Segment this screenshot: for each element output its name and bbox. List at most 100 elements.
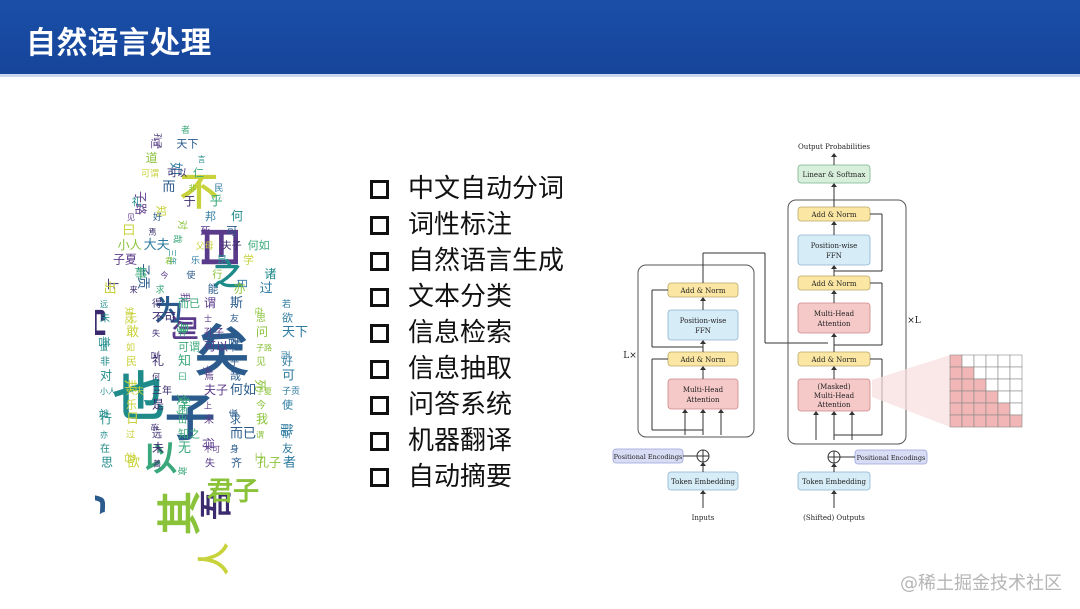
word-cloud-word: 知: [155, 206, 169, 217]
task-label: 机器翻译: [408, 426, 513, 456]
word-cloud-word: 父母: [196, 241, 214, 252]
word-cloud-word: 士: [204, 314, 212, 324]
word-cloud-word: 未: [152, 441, 164, 455]
arrow-head-icon: [718, 409, 724, 413]
task-label: 文本分类: [408, 282, 513, 312]
word-cloud-word: 诸: [150, 423, 159, 431]
word-cloud-word: 上: [105, 278, 119, 290]
word-cloud-word: 天下: [176, 138, 198, 151]
word-cloud-word: 出: [104, 282, 117, 297]
arrow-head-icon: [682, 409, 688, 413]
word-cloud-word: 思: [101, 456, 113, 470]
word-cloud-word: 之: [213, 258, 243, 293]
task-item: 信息检索: [370, 317, 564, 353]
word-cloud-word: 天下: [282, 325, 308, 340]
word-cloud-word: 夫子: [204, 383, 228, 397]
word-cloud-word: 小人: [100, 387, 116, 396]
word-cloud-word: 问: [150, 138, 160, 151]
decoder-masked-line3: Attention: [817, 401, 851, 409]
word-cloud-word: 者: [181, 125, 190, 136]
slide-title: 自然语言处理: [26, 26, 212, 61]
word-cloud-word: 友: [282, 441, 293, 455]
arrow-head-icon: [813, 411, 819, 415]
word-cloud-word: 非: [188, 183, 196, 193]
word-cloud-word: 有: [95, 303, 111, 345]
word-cloud-word: 三年: [168, 249, 178, 265]
word-cloud-word: 谓: [204, 296, 216, 310]
decoder-token-embedding-label: Token Embedding: [802, 478, 867, 486]
word-cloud-word: 者: [283, 456, 296, 471]
word-cloud-word: 乐: [126, 399, 137, 412]
checkbox-square-icon: [370, 360, 389, 379]
word-cloud-word: 知: [178, 353, 191, 369]
task-item: 信息抽取: [370, 353, 564, 389]
word-cloud-word: 日: [235, 278, 248, 289]
nlp-task-list: 中文自动分词词性标注自然语言生成文本分类信息检索信息抽取问答系统机器翻译自动摘要: [370, 173, 564, 497]
word-cloud-word: 见: [256, 356, 266, 368]
word-cloud-word: 是: [152, 398, 164, 412]
mask-matrix-cell: [1009, 402, 1023, 416]
mask-matrix-cell: [997, 354, 1011, 368]
word-cloud-word: 齐: [178, 327, 187, 339]
word-cloud-word: 出: [178, 414, 187, 426]
decoder-cross-attention-box: [797, 302, 871, 334]
arrow-head-icon: [831, 366, 837, 370]
word-cloud-word: 也: [113, 368, 165, 428]
word-cloud-word: 求: [230, 413, 241, 426]
word-cloud-word: 仁: [193, 167, 204, 180]
word-cloud-word: 曰: [122, 224, 135, 239]
word-cloud-word: 君: [165, 257, 173, 266]
word-cloud-word: 焉: [204, 371, 214, 383]
task-item: 文本分类: [370, 281, 564, 317]
word-cloud-word: 友: [230, 313, 239, 325]
word-cloud-word: 而: [162, 180, 175, 195]
word-cloud-word: 可: [282, 369, 295, 384]
mask-projection: [872, 355, 950, 427]
mask-matrix-cell: [961, 402, 975, 416]
decoder-masked-line2: Multi-Head: [814, 392, 855, 400]
mask-matrix-cell: [949, 390, 963, 404]
word-cloud-word: 子路: [133, 191, 148, 215]
mask-matrix-cell: [985, 390, 999, 404]
word-cloud-word: 今: [256, 399, 266, 412]
encoder-add-norm-top-label: Add & Norm: [679, 287, 725, 295]
word-cloud-word: 言: [198, 154, 206, 164]
mask-matrix-cell: [1009, 366, 1023, 380]
decoder-positional-encodings-label: Positional Encodings: [857, 454, 926, 462]
word-cloud-word: 日: [126, 412, 139, 427]
word-cloud-word: 君子: [207, 477, 259, 507]
word-cloud-word: 可谓: [178, 341, 200, 354]
task-item: 自然语言生成: [370, 245, 564, 281]
word-cloud-word: 乎: [210, 195, 223, 210]
word-cloud-word: 人: [195, 543, 233, 575]
word-cloud-word: 孔子: [204, 327, 224, 339]
word-cloud-word: 上: [204, 402, 212, 411]
mask-matrix-cell: [973, 390, 987, 404]
encoder-ffn-line1: Position-wise: [680, 317, 727, 325]
word-cloud-word: 吾: [197, 488, 235, 520]
word-cloud-word: 得: [201, 438, 216, 450]
mask-matrix-cell: [985, 354, 999, 368]
word-cloud-word: 曰: [178, 373, 187, 383]
word-cloud-word: 好: [153, 211, 162, 223]
mask-matrix-cell: [997, 378, 1011, 392]
mask-matrix-cell: [949, 414, 963, 428]
word-cloud-word: 是: [217, 255, 227, 267]
mask-matrix-cell: [985, 402, 999, 416]
word-cloud-word: 事: [227, 409, 239, 418]
decoder-shifted-outputs-label: (Shifted) Outputs: [803, 514, 865, 522]
checkbox-square-icon: [370, 180, 389, 199]
arrow-head-icon: [831, 221, 837, 225]
word-cloud-word: 于: [184, 195, 196, 209]
word-cloud-word: 我: [256, 412, 268, 426]
arrow-head-icon: [831, 153, 837, 157]
word-cloud-word: 哉: [230, 369, 241, 383]
word-cloud-word: 敢: [176, 467, 188, 476]
word-cloud-word: 言: [149, 351, 162, 361]
word-cloud-word: 可谓: [141, 169, 159, 180]
word-cloud-word: 不可: [204, 445, 220, 454]
word-cloud-word: 可: [226, 225, 237, 238]
mask-matrix-cell: [1009, 354, 1023, 368]
mask-matrix-cell: [985, 378, 999, 392]
